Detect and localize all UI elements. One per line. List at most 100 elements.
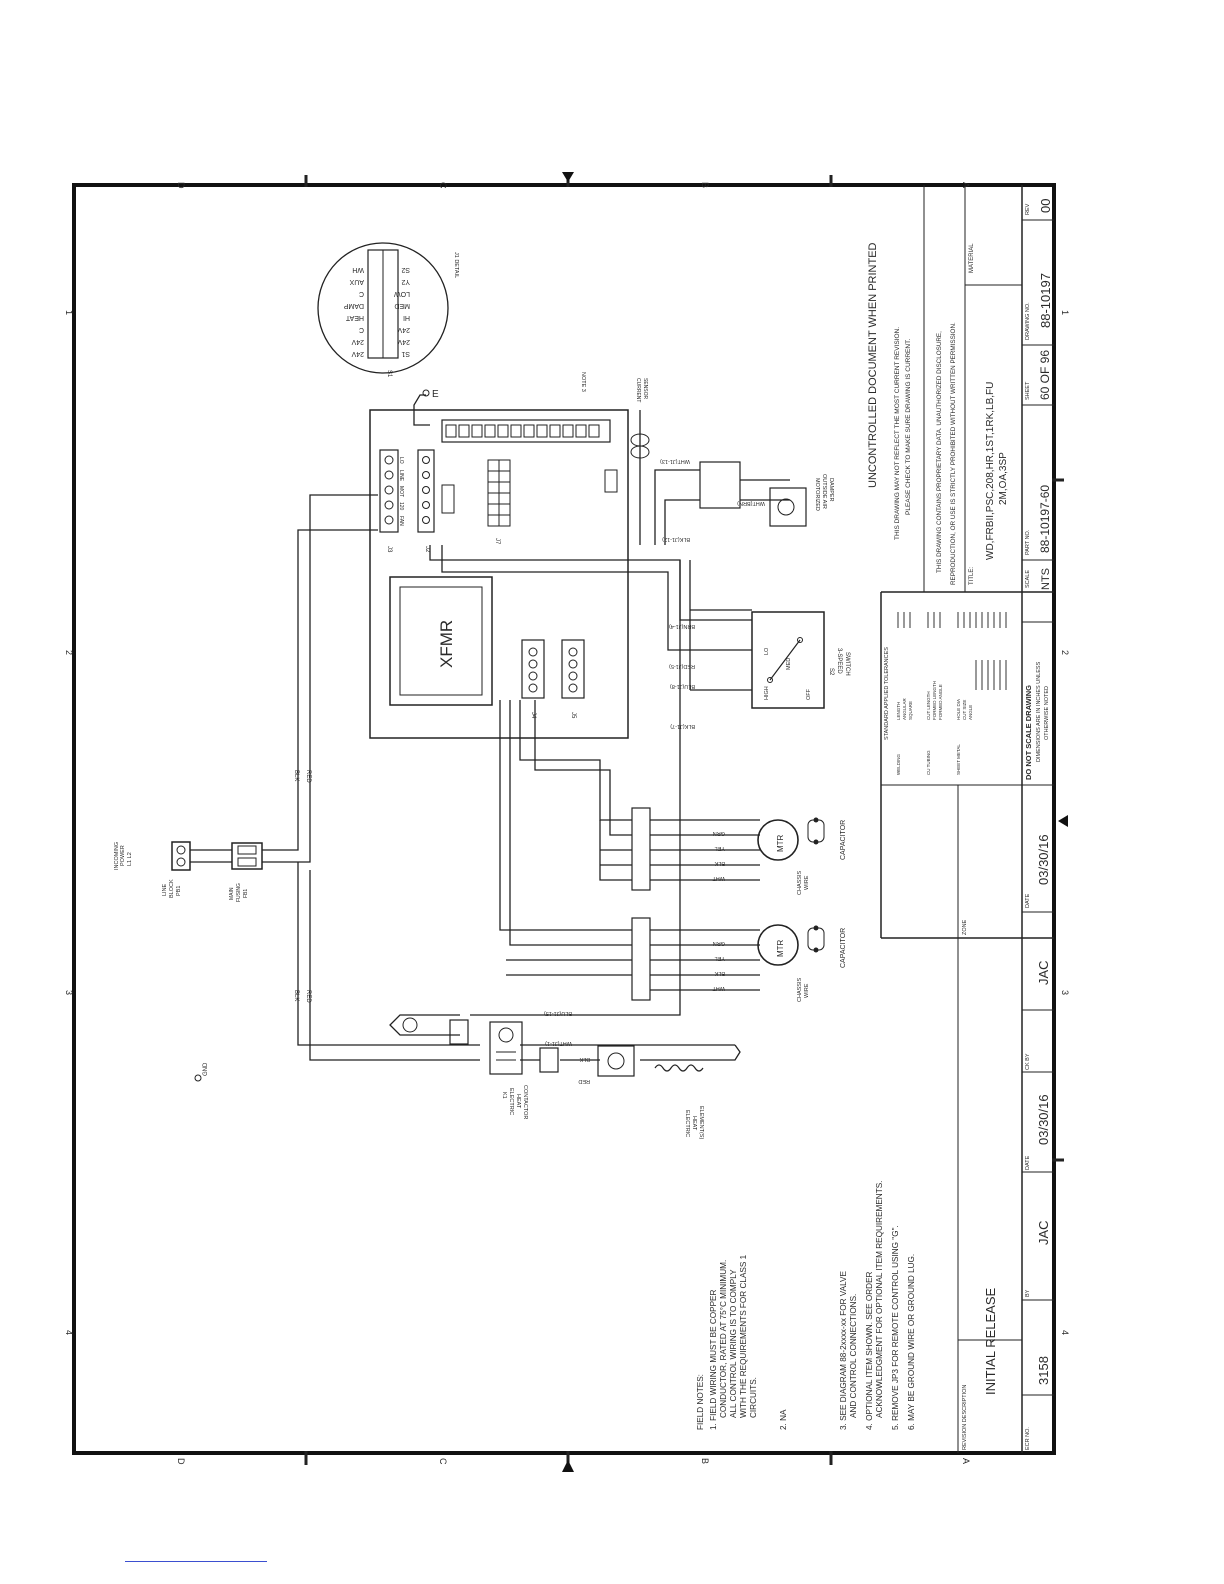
zone-right-1: 1 — [1060, 310, 1070, 315]
motor-1-wire-grn: GRN — [713, 830, 725, 836]
dimensions-note-2: OTHERWISE NOTED — [1044, 686, 1050, 740]
heat-element-label-2: HEAT — [691, 1116, 697, 1131]
heat-contactor: K1 ELECTRIC HEAT CONTACTOR ELECTRIC HEAT… — [194, 1010, 704, 1139]
damper-wire-wht: WHT(BRN) — [737, 500, 765, 506]
tolerance-cut-length: CUT LENGTH — [926, 691, 931, 720]
drawing-title-line-1: WD,FRBII,PSC,208,HR,1ST,1RK,LB,FU — [985, 382, 996, 560]
note-2: 2. NA — [779, 1409, 788, 1430]
line-block-label-2: BLOCK — [169, 879, 175, 898]
zone-bottom-c: C — [438, 1458, 448, 1465]
capacitor-1-label: CAPACITOR — [840, 820, 847, 860]
chassis-wire-2-label-1: CHASSIS — [797, 978, 803, 1002]
j1-pin-right-0: 24V — [351, 350, 364, 357]
contactor-label-3: HEAT — [515, 1094, 521, 1109]
wire-label-blk-1: BLK — [293, 770, 299, 781]
zone-right-4: 4 — [1060, 1330, 1070, 1335]
j1-pin-left-1: 24V — [397, 338, 410, 345]
chassis-wire-1-label-1: CHASSIS — [797, 871, 803, 895]
wire-label-blk-2: BLK — [293, 990, 299, 1001]
motor-2-wire-yel: YEL — [715, 955, 725, 961]
switch-label-2: 3-SPEED — [836, 648, 842, 674]
zone-markers: D C B A D C B A 1 2 3 4 1 2 3 4 — [64, 182, 1070, 1465]
rev-label: REV — [1025, 203, 1031, 215]
ground-tag: E — [432, 389, 439, 400]
contactor-label-1: K1 — [501, 1092, 507, 1099]
tolerance-cut-size: CUT SIZE — [962, 700, 967, 720]
date1-value: 03/30/16 — [1036, 1094, 1051, 1145]
note-6: 6. MAY BE GROUND WIRE OR GROUND LUG. — [907, 1254, 916, 1430]
motor-2: MTR CAPACITOR CHASSIS WIRE GRN YEL BLK W… — [631, 917, 847, 1002]
motor-1: MTR CAPACITOR CHASSIS WIRE GRN YEL BLK W… — [631, 807, 847, 895]
date1-label: DATE — [1025, 1155, 1031, 1170]
field-notes: FIELD NOTES: 1. FIELD WIRING MUST BE COP… — [696, 1181, 916, 1430]
j1-pin-right-7: WH — [352, 266, 364, 273]
contactor-label-2: ELECTRIC — [508, 1088, 514, 1115]
zone-top-d: D — [176, 182, 186, 189]
j1-tag: S1 — [386, 370, 392, 378]
j3-label: J3 — [386, 546, 392, 553]
zone-side-3: 3 — [64, 990, 74, 995]
rev-desc-label: REVISION DESCRIPTION — [962, 1385, 968, 1450]
main-fusing-label-2: FUSING — [236, 883, 242, 902]
motor-2-wire-blk: BLK — [714, 970, 725, 976]
material-label: MATERIAL — [969, 243, 975, 273]
heat-wire-blk: BLK — [579, 1056, 590, 1062]
switch-pos-high: HIGH — [764, 686, 770, 700]
zone-bottom-d: D — [176, 1458, 186, 1465]
wiring — [190, 394, 790, 1061]
j3-pin-lo: LO — [398, 457, 404, 464]
tolerance-hole-dia: HOLE DIA — [956, 699, 961, 720]
eco-label: ECR NO. — [1025, 1427, 1031, 1450]
date2-value: 03/30/16 — [1036, 834, 1051, 885]
damper-wire-wht-j1: WHT(J1-13) — [660, 458, 690, 464]
proprietary-notice-2: REPRODUCTION, OR USE IS STRICTLY PROHIBI… — [950, 322, 957, 585]
rev-desc-value: INITIAL RELEASE — [983, 1288, 998, 1395]
note3-tag: NOTE 3 — [580, 372, 586, 392]
j1-pin-left-7: S2 — [401, 266, 410, 273]
note-1-line-2: CONDUCTOR, RATED AT 75°C MINIMUM. — [719, 1260, 728, 1418]
tolerances-heading: STANDARD APPLIED TOLERANCES — [884, 647, 890, 740]
motor-2-label: MTR — [776, 939, 785, 957]
note-3-line-1: 3. SEE DIAGRAM 88-2xxxx-xx FOR VALVE — [839, 1271, 848, 1430]
xfmr-label: XFMR — [437, 620, 456, 668]
j1-pin-left-2: 24V — [397, 326, 410, 333]
wire-label-red-2: RED — [305, 990, 311, 1003]
j1-pin-left-3: HI — [403, 314, 410, 321]
heat-element-label-3: ELEMENT(S) — [698, 1106, 704, 1139]
eco-value: 3158 — [1036, 1356, 1051, 1385]
switch-wire-red: RED(J1-5) — [669, 663, 695, 669]
j1-detail: J1 DETAIL S1 S1 24V 24V HI MED LOW Y2 S2… — [317, 242, 459, 378]
part-no-label: PART NO. — [1025, 529, 1031, 555]
heat-wire-red: RED — [578, 1078, 590, 1084]
j1-header-pins — [445, 424, 600, 438]
heat-wire-wht: WHT(J1-1) — [545, 1040, 572, 1046]
dimensions-note-1: DIMENSIONS ARE IN INCHES UNLESS — [1036, 661, 1042, 762]
tolerance-cu-tubing: CU TUBING — [926, 750, 931, 775]
contactor-label-4: CONTACTOR — [522, 1085, 528, 1119]
zone-bottom-a: A — [961, 1458, 971, 1464]
motor-1-label: MTR — [776, 834, 785, 852]
incoming-power-label-1: INCOMING — [114, 842, 120, 870]
zone-right-2: 2 — [1060, 650, 1070, 655]
zone-label: ZONE — [962, 919, 968, 935]
j1-pin-left-4: MED — [394, 302, 410, 309]
j1-pin-right-5: C — [359, 290, 364, 297]
j2-label: J2 — [424, 546, 430, 553]
j3-pin-120: 120 — [398, 502, 404, 511]
current-sensor-label-1: CURRENT — [635, 378, 641, 402]
damper-wire-blk: BLK(J1-12) — [662, 536, 690, 542]
tolerance-formed-angle: FORMED ANGLE — [938, 684, 943, 720]
note-1-line-1: 1. FIELD WIRING MUST BE COPPER — [709, 1289, 718, 1430]
drawing-border — [72, 172, 1068, 1472]
note-4-line-1: 4. OPTIONAL ITEM SHOWN. SEE ORDER — [865, 1271, 874, 1430]
motor-1-wire-yel: YEL — [715, 845, 725, 851]
heat-element-label-1: ELECTRIC — [684, 1110, 690, 1137]
j5-label: J5 — [570, 712, 576, 719]
speed-switch: HIGH MED LO OFF S2 3-SPEED SWITCH BLK(J1… — [669, 611, 850, 729]
date2-label: DATE — [1025, 893, 1031, 908]
zone-side-2: 2 — [64, 650, 74, 655]
j4-label: J4 — [530, 712, 536, 719]
sheet-value: 60 OF 96 — [1038, 350, 1052, 400]
gnd-label: GND — [203, 1062, 209, 1076]
